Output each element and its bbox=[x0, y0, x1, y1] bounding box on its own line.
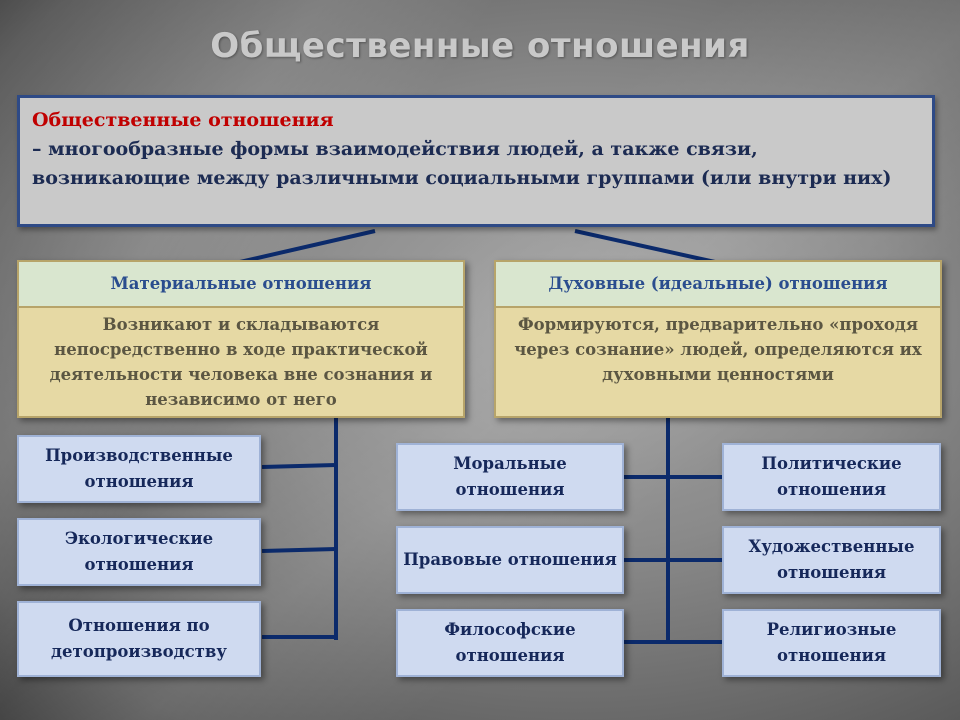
material-relations-header: Материальные отношения bbox=[17, 260, 465, 308]
philosophical-relations-box: Философские отношения bbox=[396, 609, 624, 677]
connector-def-material bbox=[239, 229, 376, 264]
moral-relations-box: Моральные отношения bbox=[396, 443, 624, 511]
spiritual-relations-header: Духовные (идеальные) отношения bbox=[494, 260, 942, 308]
ecological-relations-box: Экологические отношения bbox=[17, 518, 261, 586]
page-title: Общественные отношения bbox=[210, 26, 750, 66]
material-relations-description: Возникают и складываются непосредственно… bbox=[17, 308, 465, 418]
definition-text: – многообразные формы взаимодействия люд… bbox=[32, 138, 892, 189]
spiritual-relations-description: Формируются, предварительно «проходя чер… bbox=[494, 308, 942, 418]
definition-box: Общественные отношения – многообразные ф… bbox=[17, 95, 935, 227]
spiritual-relations-box: Духовные (идеальные) отношения Формируют… bbox=[494, 260, 942, 418]
material-relations-box: Материальные отношения Возникают и склад… bbox=[17, 260, 465, 418]
connector-def-spiritual bbox=[574, 229, 716, 264]
reproduction-relations-box: Отношения по детопроизводству bbox=[17, 601, 261, 677]
definition-term: Общественные отношения bbox=[32, 109, 334, 131]
legal-relations-box: Правовые отношения bbox=[396, 526, 624, 594]
religious-relations-box: Религиозные отношения bbox=[722, 609, 941, 677]
artistic-relations-box: Художественные отношения bbox=[722, 526, 941, 594]
connector-material-1 bbox=[261, 463, 337, 469]
connector-material-2 bbox=[261, 547, 337, 553]
political-relations-box: Политические отношения bbox=[722, 443, 941, 511]
production-relations-box: Производственные отношения bbox=[17, 435, 261, 503]
